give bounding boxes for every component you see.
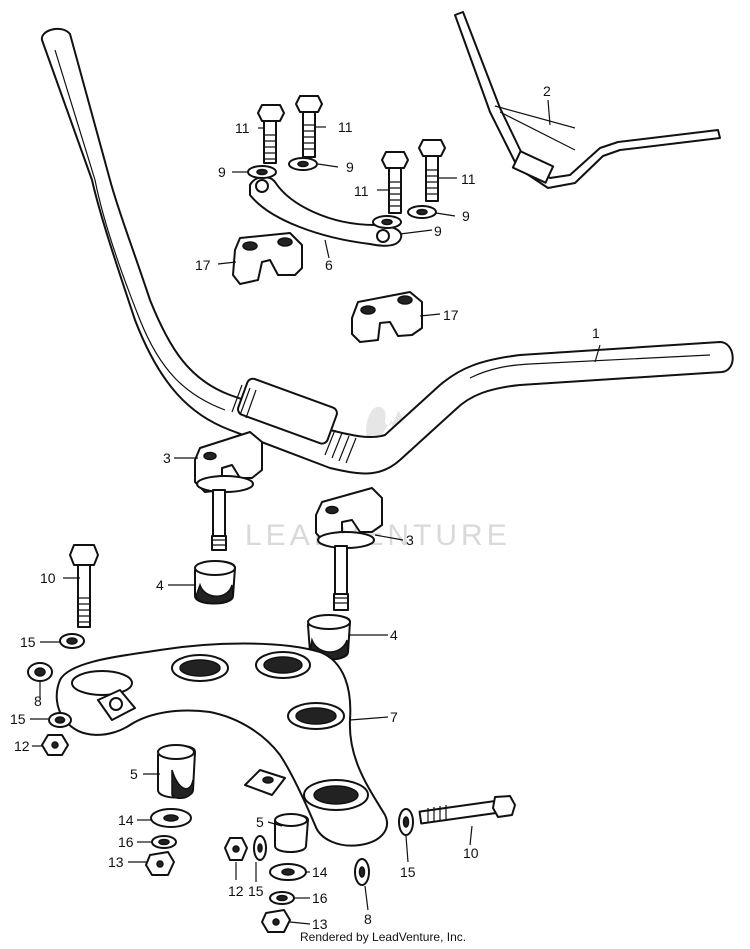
callout-10-a: 10 xyxy=(40,570,56,586)
part-7-top-bridge xyxy=(55,642,388,847)
callout-3-b: 3 xyxy=(406,532,414,548)
callout-13-b: 13 xyxy=(312,916,328,932)
callout-15-c: 15 xyxy=(248,883,264,899)
part-12-nuts xyxy=(41,734,248,861)
part-1-handlebar xyxy=(40,27,734,475)
callout-9-a: 9 xyxy=(218,164,226,180)
bolt-11-a xyxy=(257,104,285,164)
callout-5-b: 5 xyxy=(256,814,264,830)
callout-8-a: 8 xyxy=(34,693,42,709)
part-10-bolt-b xyxy=(418,795,516,825)
part-4-cushions xyxy=(194,560,351,661)
callout-9-b: 9 xyxy=(346,159,354,175)
part-8-spacer-b xyxy=(354,858,370,886)
callout-17-a: 17 xyxy=(195,257,211,273)
callout-10-b: 10 xyxy=(463,845,479,861)
callout-7: 7 xyxy=(390,709,398,725)
part-10-bolt-a xyxy=(69,544,99,628)
callout-12-b: 12 xyxy=(228,883,244,899)
part-15-washers xyxy=(48,633,414,861)
part-13-nuts xyxy=(145,851,291,933)
callout-1: 1 xyxy=(592,325,600,341)
callout-17-b: 17 xyxy=(443,307,459,323)
part-14-washers xyxy=(150,808,307,881)
bolt-11-b xyxy=(295,95,323,158)
part-11-bolts xyxy=(257,95,446,214)
callout-11-d: 11 xyxy=(461,171,476,187)
part-17-holder-b xyxy=(351,291,423,343)
callout-3-a: 3 xyxy=(163,450,171,466)
part-2-handlebar-small xyxy=(454,11,721,189)
callout-9-c: 9 xyxy=(462,208,470,224)
bolt-11-d xyxy=(418,139,446,202)
callout-2: 2 xyxy=(543,83,551,99)
callout-16-b: 16 xyxy=(312,890,328,906)
part-3-holder-b xyxy=(315,487,383,611)
callout-14-a: 14 xyxy=(118,812,134,828)
part-9-washers xyxy=(247,157,437,229)
callout-15-b: 15 xyxy=(10,711,26,727)
callout-15-a: 15 xyxy=(20,634,36,650)
callout-16-a: 16 xyxy=(118,834,134,850)
part-17-holder-a xyxy=(232,232,303,285)
callout-15-d: 15 xyxy=(400,864,416,880)
callout-8-b: 8 xyxy=(364,911,372,927)
callout-11-b: 11 xyxy=(338,119,353,135)
callout-4-a: 4 xyxy=(156,577,164,593)
callout-5-a: 5 xyxy=(130,766,138,782)
bolt-11-c xyxy=(381,151,409,214)
leader-lines xyxy=(30,99,601,925)
callout-9-d: 9 xyxy=(434,223,442,239)
callout-12-a: 12 xyxy=(14,738,30,754)
part-16-washers xyxy=(151,835,295,905)
part-6-plate xyxy=(249,176,403,247)
part-8-spacer-a xyxy=(27,662,53,682)
callouts: 1 2 11 11 9 9 11 11 9 9 6 17 17 3 3 4 4 … xyxy=(10,83,600,932)
callout-11-a: 11 xyxy=(235,120,250,136)
callout-14-b: 14 xyxy=(312,864,328,880)
part-5-cushions xyxy=(157,744,309,853)
credit-text: Rendered by LeadVenture, Inc. xyxy=(300,930,467,944)
callout-4-b: 4 xyxy=(390,627,398,643)
callout-13-a: 13 xyxy=(108,854,124,870)
callout-11-c: 11 xyxy=(354,183,369,199)
part-3-holder-a xyxy=(194,431,263,551)
callout-6: 6 xyxy=(325,257,333,273)
